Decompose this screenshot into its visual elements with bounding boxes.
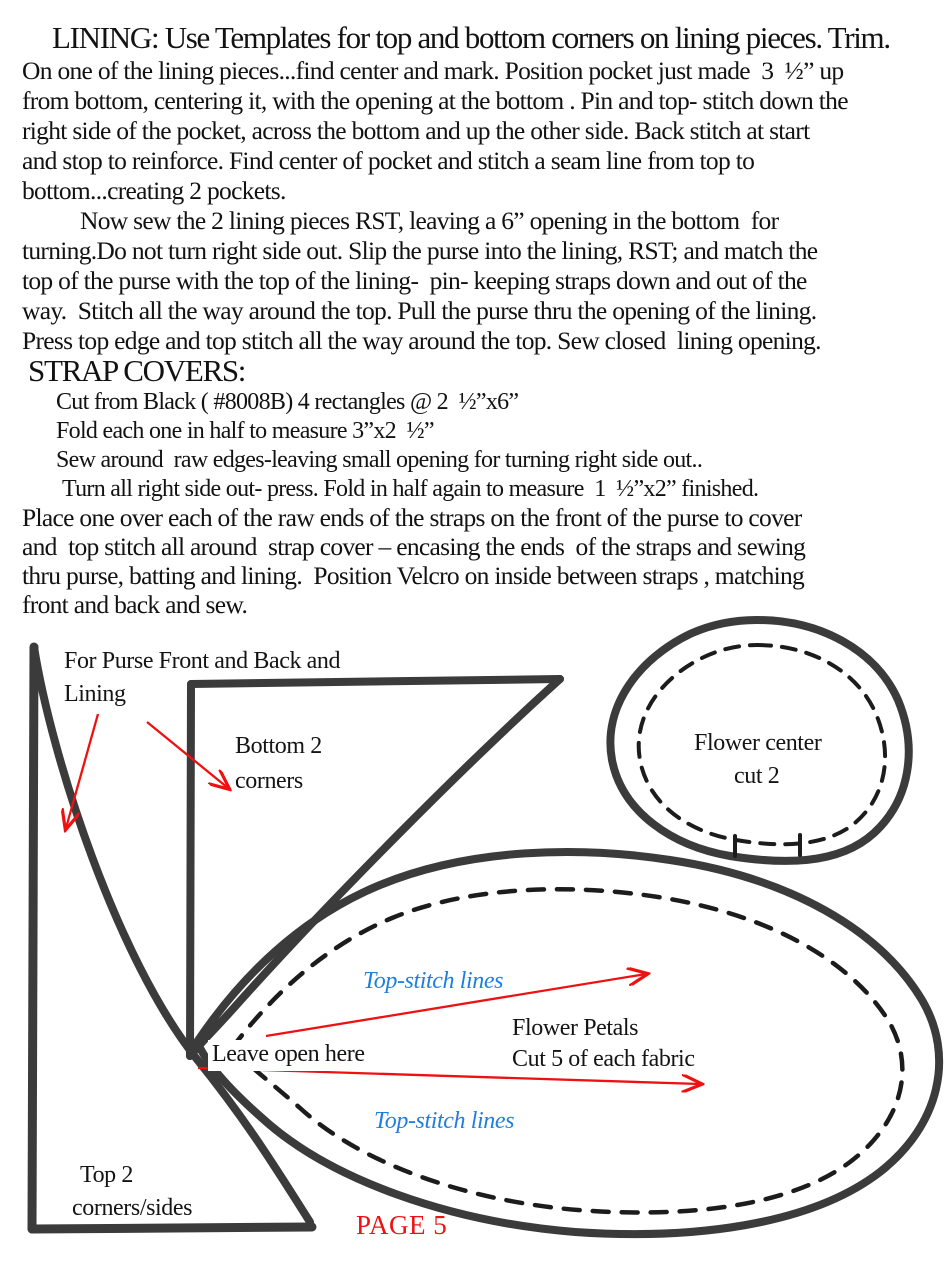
diagram-label-flower-center: Flower center: [694, 730, 822, 756]
diagram-label-top-2-corners: Top 2: [80, 1162, 133, 1188]
instruction-line: front and back and sew.: [22, 590, 248, 619]
instructions-text-block: LINING: Use Templates for top and bottom…: [0, 0, 950, 625]
instruction-line: from bottom, centering it, with the open…: [22, 86, 849, 115]
instruction-line: On one of the lining pieces...find cente…: [22, 56, 844, 85]
instruction-line: Sew around raw edges-leaving small openi…: [56, 447, 703, 473]
diagram-label-top-2-corners-2: corners/sides: [72, 1195, 193, 1221]
instruction-line: bottom...creating 2 pockets.: [22, 176, 286, 205]
arrow-to-purse-piece: [66, 713, 100, 828]
instruction-line: STRAP COVERS:: [28, 353, 246, 388]
diagram-label-bottom-2-corners-2: corners: [235, 768, 303, 794]
diagram-label-flower-center-cut: cut 2: [734, 763, 780, 789]
instruction-line: turning.Do not turn right side out. Slip…: [22, 236, 818, 265]
instruction-line: Press top edge and top stitch all the wa…: [22, 326, 822, 355]
instruction-line: thru purse, batting and lining. Position…: [22, 561, 805, 590]
diagram-label-purse-front-back-lining: For Purse Front and Back and: [64, 648, 341, 674]
instruction-line: way. Stitch all the way around the top. …: [22, 296, 817, 325]
instruction-line: Place one over each of the raw ends of t…: [22, 503, 802, 532]
diagram-label-flower-petals-cut: Cut 5 of each fabric: [512, 1046, 695, 1072]
diagram-label-top-stitch-lines-lower: Top-stitch lines: [374, 1108, 515, 1134]
diagram-label-page-number: PAGE 5: [356, 1210, 448, 1240]
diagram-label-bottom-2-corners: Bottom 2: [235, 733, 322, 759]
instruction-line: Now sew the 2 lining pieces RST, leaving…: [80, 206, 779, 235]
diagram-label-top-stitch-lines-upper: Top-stitch lines: [363, 968, 504, 994]
diagram-label-purse-front-back-lining-2: Lining: [64, 681, 126, 707]
instruction-line: top of the purse with the top of the lin…: [22, 266, 807, 295]
instruction-line: and stop to reinforce. Find center of po…: [22, 146, 755, 175]
instruction-line: right side of the pocket, across the bot…: [22, 116, 810, 145]
instruction-line: LINING: Use Templates for top and bottom…: [52, 20, 891, 55]
instruction-line: Turn all right side out- press. Fold in …: [62, 476, 759, 502]
instruction-line: and top stitch all around strap cover – …: [22, 532, 806, 561]
arrow-to-bottom-corner: [146, 721, 228, 788]
instruction-line: Cut from Black ( #8008B) 4 rectangles @ …: [56, 389, 519, 415]
diagram-label-leave-open-here: Leave open here: [208, 1040, 369, 1071]
instruction-line: Fold each one in half to measure 3”x2 ½”: [56, 418, 435, 444]
diagram-label-flower-petals: Flower Petals: [512, 1015, 639, 1041]
